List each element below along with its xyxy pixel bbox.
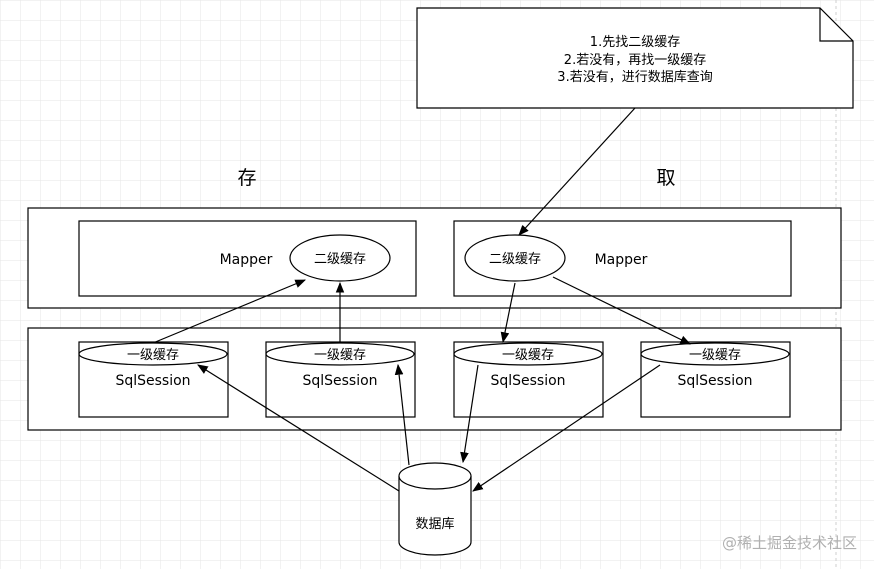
arrow-cache-to-session3	[500, 282, 516, 344]
mapper-right-label: Mapper	[595, 252, 648, 268]
arrow-db-to-session1	[197, 364, 400, 492]
sqlsession-4: 一级缓存 SqlSession	[640, 341, 791, 418]
sqlsession-4-label: SqlSession	[677, 373, 752, 389]
arrows	[152, 107, 691, 492]
note-box: 1.先找二级缓存 2.若没有，再找一级缓存 3.若没有，进行数据库查询	[416, 7, 854, 109]
sqlsession-2-label: SqlSession	[302, 373, 377, 389]
first-level-cache-3	[453, 342, 603, 366]
arrow-session3-to-db	[460, 364, 479, 464]
arrow-db-to-session2	[394, 363, 410, 466]
arrow-note-to-cache	[518, 107, 636, 236]
note-line-2: 2.若没有，再找一级缓存	[564, 52, 706, 68]
arrow-session1-to-cache	[152, 279, 306, 344]
mapper-left-label: Mapper	[220, 252, 273, 268]
second-level-cache-right	[464, 234, 566, 282]
second-level-cache-right-label: 二级缓存	[489, 252, 541, 267]
first-level-cache-4-label: 一级缓存	[689, 348, 741, 363]
second-level-cache-left-label: 二级缓存	[314, 252, 366, 267]
sqlsession-2: 一级缓存 SqlSession	[265, 341, 416, 418]
mapper-left: Mapper 二级缓存	[78, 220, 417, 297]
first-level-cache-3-label: 一级缓存	[502, 348, 554, 363]
first-level-cache-2-label: 一级缓存	[314, 348, 366, 363]
watermark: @稀土掘金技术社区	[722, 534, 857, 552]
store-label: 存	[237, 167, 256, 189]
mapper-right: Mapper 二级缓存	[453, 220, 792, 297]
sqlsession-1: 一级缓存 SqlSession	[78, 341, 229, 418]
note-line-3: 3.若没有，进行数据库查询	[557, 69, 712, 85]
second-level-cache-left	[289, 234, 391, 282]
first-level-cache-4	[640, 342, 790, 366]
sqlsession-3: 一级缓存 SqlSession	[453, 341, 604, 418]
database: 数据库	[398, 462, 472, 556]
first-level-cache-1-label: 一级缓存	[127, 348, 179, 363]
sqlsession-3-label: SqlSession	[490, 373, 565, 389]
arrow-session4-to-db	[472, 364, 661, 492]
note-line-1: 1.先找二级缓存	[590, 35, 680, 50]
sqlsession-1-label: SqlSession	[115, 373, 190, 389]
arrow-cache-to-session4	[552, 276, 691, 345]
fetch-label: 取	[656, 167, 675, 189]
database-label: 数据库	[415, 516, 454, 532]
